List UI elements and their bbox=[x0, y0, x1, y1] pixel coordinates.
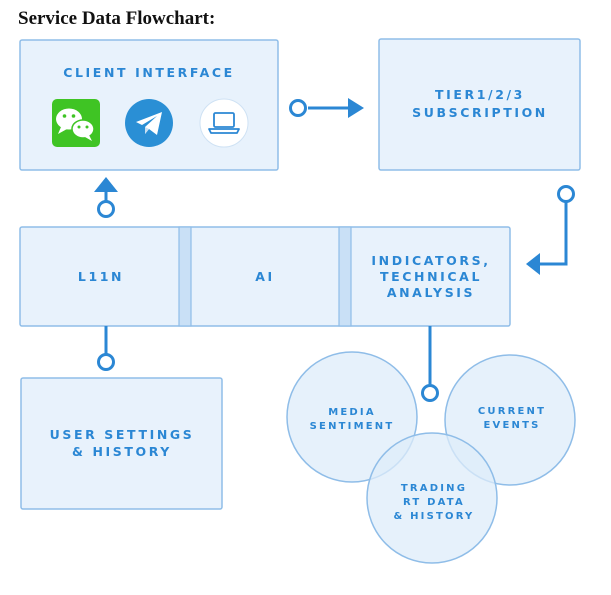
data-sources-venn: MEDIA SENTIMENT CURRENT EVENTS TRADING R… bbox=[286, 351, 576, 564]
middle-row-node: L11N AI INDICATORS, TECHNICAL ANALYSIS bbox=[19, 226, 511, 327]
trading-label-line2: RT DATA bbox=[403, 497, 465, 508]
current-events-label-line2: EVENTS bbox=[484, 420, 541, 431]
indicators-label-line1: INDICATORS, bbox=[371, 253, 490, 268]
connector-indicators-to-data bbox=[421, 326, 439, 402]
subscription-label-line1: TIER1/2/3 bbox=[435, 87, 525, 102]
ai-label: AI bbox=[255, 269, 275, 284]
user-settings-label-line1: USER SETTINGS bbox=[50, 427, 195, 442]
indicators-label-line3: ANALYSIS bbox=[387, 285, 475, 300]
telegram-icon bbox=[125, 99, 173, 147]
media-sentiment-label-line1: MEDIA bbox=[328, 407, 376, 418]
indicators-label-line2: TECHNICAL bbox=[380, 269, 482, 284]
l11n-label: L11N bbox=[78, 269, 124, 284]
current-events-label-line1: CURRENT bbox=[478, 406, 546, 417]
subscription-label-line2: SUBSCRIPTION bbox=[412, 105, 548, 120]
subscription-node: TIER1/2/3 SUBSCRIPTION bbox=[378, 38, 581, 171]
trading-circle bbox=[366, 432, 498, 564]
connector-client-to-subscription bbox=[289, 98, 364, 118]
connector-subscription-to-indicators bbox=[526, 185, 575, 275]
trading-label-line3: & HISTORY bbox=[393, 511, 474, 522]
laptop-icon bbox=[199, 98, 249, 148]
connector-middle-to-user-settings bbox=[97, 326, 115, 371]
page-title: Service Data Flowchart: bbox=[18, 8, 216, 29]
media-sentiment-circle bbox=[286, 351, 418, 483]
wechat-icon bbox=[52, 99, 100, 147]
client-interface-label: CLIENT INTERFACE bbox=[63, 65, 235, 80]
trading-label-line1: TRADING bbox=[401, 483, 467, 494]
user-settings-label-line2: & HISTORY bbox=[72, 444, 172, 459]
media-sentiment-label-line2: SENTIMENT bbox=[310, 421, 395, 432]
client-interface-node: CLIENT INTERFACE bbox=[19, 39, 279, 171]
connector-middle-to-client bbox=[94, 177, 118, 218]
user-settings-node: USER SETTINGS & HISTORY bbox=[20, 377, 223, 510]
